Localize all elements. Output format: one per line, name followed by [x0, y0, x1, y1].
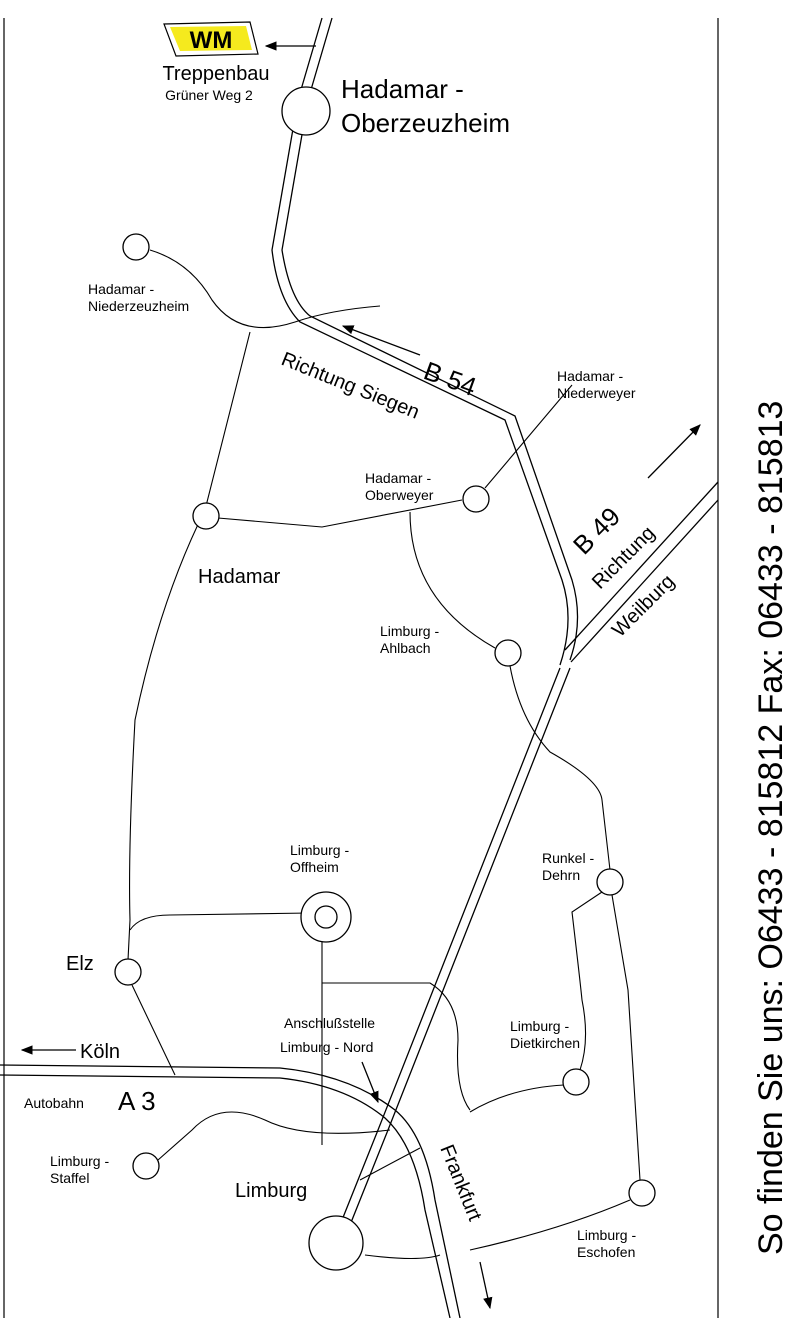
- label-frankfurt: Frankfurt: [435, 1142, 486, 1225]
- junction-arrow: [361, 1061, 379, 1104]
- label-dehrn-1: Runkel -: [542, 850, 594, 866]
- a3-autobahn: [0, 1064, 461, 1318]
- label-ahlbach-2: Ahlbach: [380, 640, 431, 656]
- town-dehrn: [596, 868, 624, 896]
- label-limburg: Limburg: [235, 1180, 307, 1202]
- secondary-roads: [127, 249, 641, 1260]
- label-dehrn-2: Dehrn: [542, 867, 580, 883]
- label-elz: Elz: [66, 953, 94, 975]
- logo-text: WM: [190, 27, 233, 54]
- label-junction-1: Anschlußstelle: [284, 1015, 375, 1031]
- label-niederzeuzheim-1: Hadamar -: [88, 281, 154, 297]
- town-elz: [114, 958, 142, 986]
- label-dietkirchen-2: Dietkirchen: [510, 1035, 580, 1051]
- label-junction-2: Limburg - Nord: [280, 1039, 373, 1055]
- label-autobahn: Autobahn: [24, 1095, 84, 1111]
- label-b54-direction: Richtung Siegen: [278, 348, 422, 423]
- label-niederzeuzheim-2: Niederzeuzheim: [88, 298, 189, 314]
- label-oberzeuzheim-1: Hadamar -: [341, 74, 464, 104]
- contact-fax: Fax: 06433 - 815813: [752, 401, 790, 715]
- label-oberweyer-2: Oberweyer: [365, 487, 434, 503]
- label-niederweyer-2: Niederweyer: [557, 385, 636, 401]
- label-koeln: Köln: [80, 1041, 120, 1063]
- town-oberzeuzheim: [281, 86, 331, 136]
- b49-road: [564, 481, 719, 663]
- label-eschofen-1: Limburg -: [577, 1227, 636, 1243]
- town-niederzeuzheim: [122, 233, 150, 261]
- label-niederweyer-1: Hadamar -: [557, 368, 623, 384]
- town-eschofen: [628, 1179, 656, 1207]
- label-offheim-2: Offheim: [290, 859, 339, 875]
- label-dietkirchen-1: Limburg -: [510, 1018, 569, 1034]
- label-b54: B 54: [420, 355, 481, 401]
- label-eschofen-2: Eschofen: [577, 1244, 635, 1260]
- frankfurt-arrow: [479, 1261, 493, 1310]
- b54-arrow: [341, 325, 421, 356]
- b54-road: [271, 17, 579, 666]
- b49-arrow: [647, 424, 701, 479]
- company-logo: WM: [163, 21, 259, 57]
- label-ahlbach-1: Limburg -: [380, 623, 439, 639]
- contact-line: So finden Sie uns: O6433 - 815812 Fax: 0…: [752, 401, 790, 1255]
- town-staffel: [132, 1152, 160, 1180]
- town-hadamar: [192, 502, 220, 530]
- town-ahlbach: [494, 639, 522, 667]
- label-a3: A 3: [118, 1086, 156, 1116]
- company-name: Treppenbau: [162, 63, 269, 85]
- label-offheim-1: Limburg -: [290, 842, 349, 858]
- company-address: Grüner Weg 2: [165, 87, 253, 103]
- contact-phone: O6433 - 815812: [752, 724, 790, 970]
- label-b49-direction-2: Weilburg: [608, 570, 679, 641]
- town-limburg: [308, 1215, 364, 1271]
- label-oberweyer-1: Hadamar -: [365, 470, 431, 486]
- label-hadamar: Hadamar: [198, 566, 281, 588]
- label-oberzeuzheim-2: Oberzeuzheim: [341, 108, 510, 138]
- label-staffel-2: Staffel: [50, 1170, 89, 1186]
- label-staffel-1: Limburg -: [50, 1153, 109, 1169]
- town-oberweyer: [462, 485, 490, 513]
- town-dietkirchen: [562, 1068, 590, 1096]
- contact-headline: So finden Sie uns:: [752, 979, 790, 1255]
- town-offheim-inner: [314, 905, 338, 929]
